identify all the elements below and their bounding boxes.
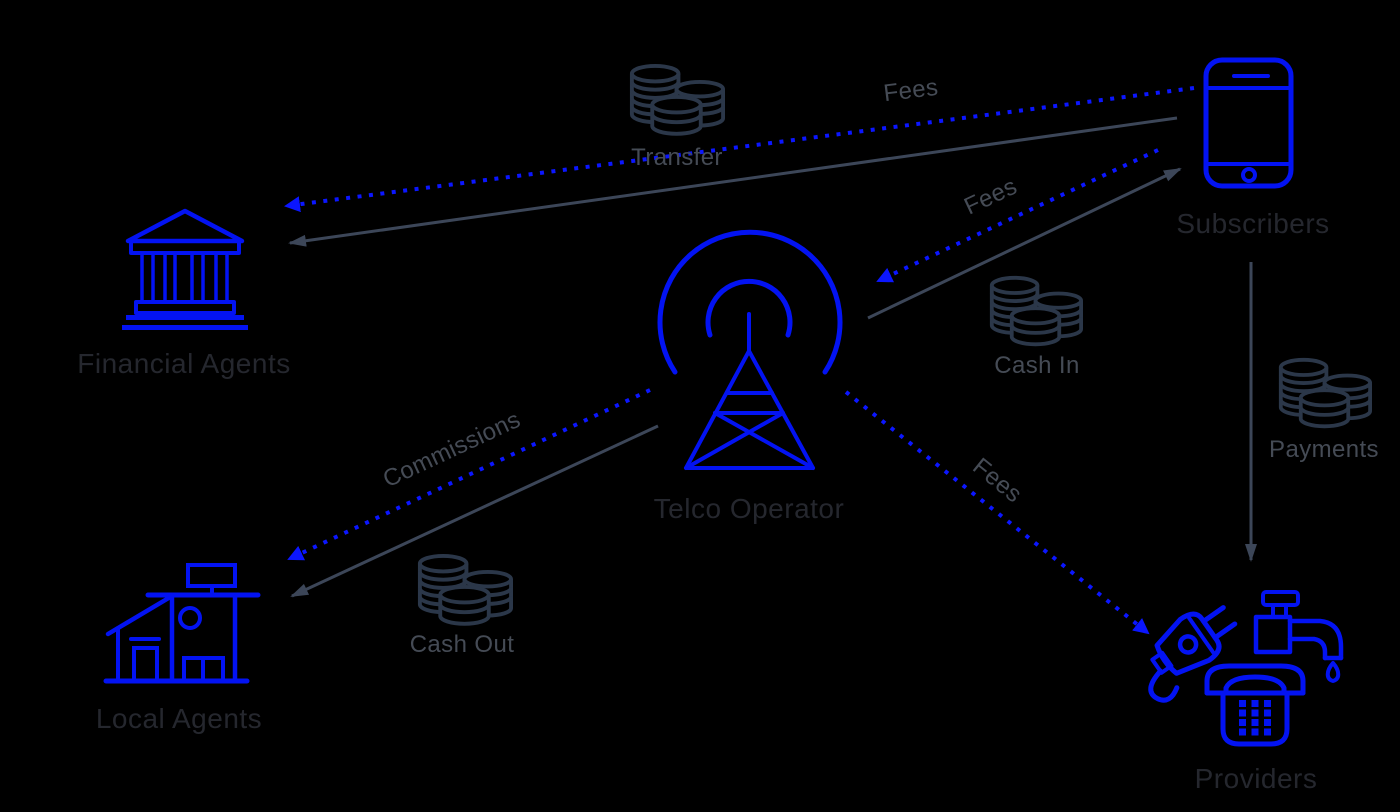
node-label-financial-agents: Financial Agents (77, 348, 291, 379)
coins-cash-in-icon (989, 275, 1083, 347)
coins-transfer-icon (629, 63, 725, 136)
flow-fees-to-financial-agents-line (284, 86, 1195, 213)
bank-icon (122, 208, 248, 330)
flow-label-cash-out: Cash Out (409, 631, 515, 658)
flow-cash-in-line (867, 167, 1182, 320)
coins-cash-out-icon (417, 553, 513, 626)
shop-icon (103, 563, 261, 684)
smartphone-icon (1203, 57, 1294, 189)
radio-tower-icon (657, 229, 843, 470)
flow-cash-out-line (290, 424, 659, 598)
node-label-subscribers: Subscribers (1176, 208, 1330, 239)
flow-commissions-line (287, 388, 651, 561)
node-label-telco-operator: Telco Operator (653, 493, 845, 524)
flow-fees-to-telco-line (876, 148, 1159, 283)
flow-label-payments: Payments (1269, 436, 1379, 463)
water-drop-icon (1325, 661, 1341, 683)
flow-label-cash-in: Cash In (994, 352, 1080, 379)
faucet-icon (1253, 590, 1344, 683)
providers-icon (1148, 590, 1344, 747)
coins-payments-icon (1278, 357, 1372, 429)
node-label-local-agents: Local Agents (95, 703, 263, 734)
node-label-providers: Providers (1194, 763, 1318, 794)
keypad-dots (1239, 700, 1271, 736)
flow-fees-to-providers-line (844, 390, 1150, 635)
plug-icon (1148, 605, 1238, 703)
flow-label-transfer: Transfer (631, 144, 723, 171)
flow-transfer-line (288, 116, 1178, 247)
telephone-icon (1204, 663, 1306, 747)
